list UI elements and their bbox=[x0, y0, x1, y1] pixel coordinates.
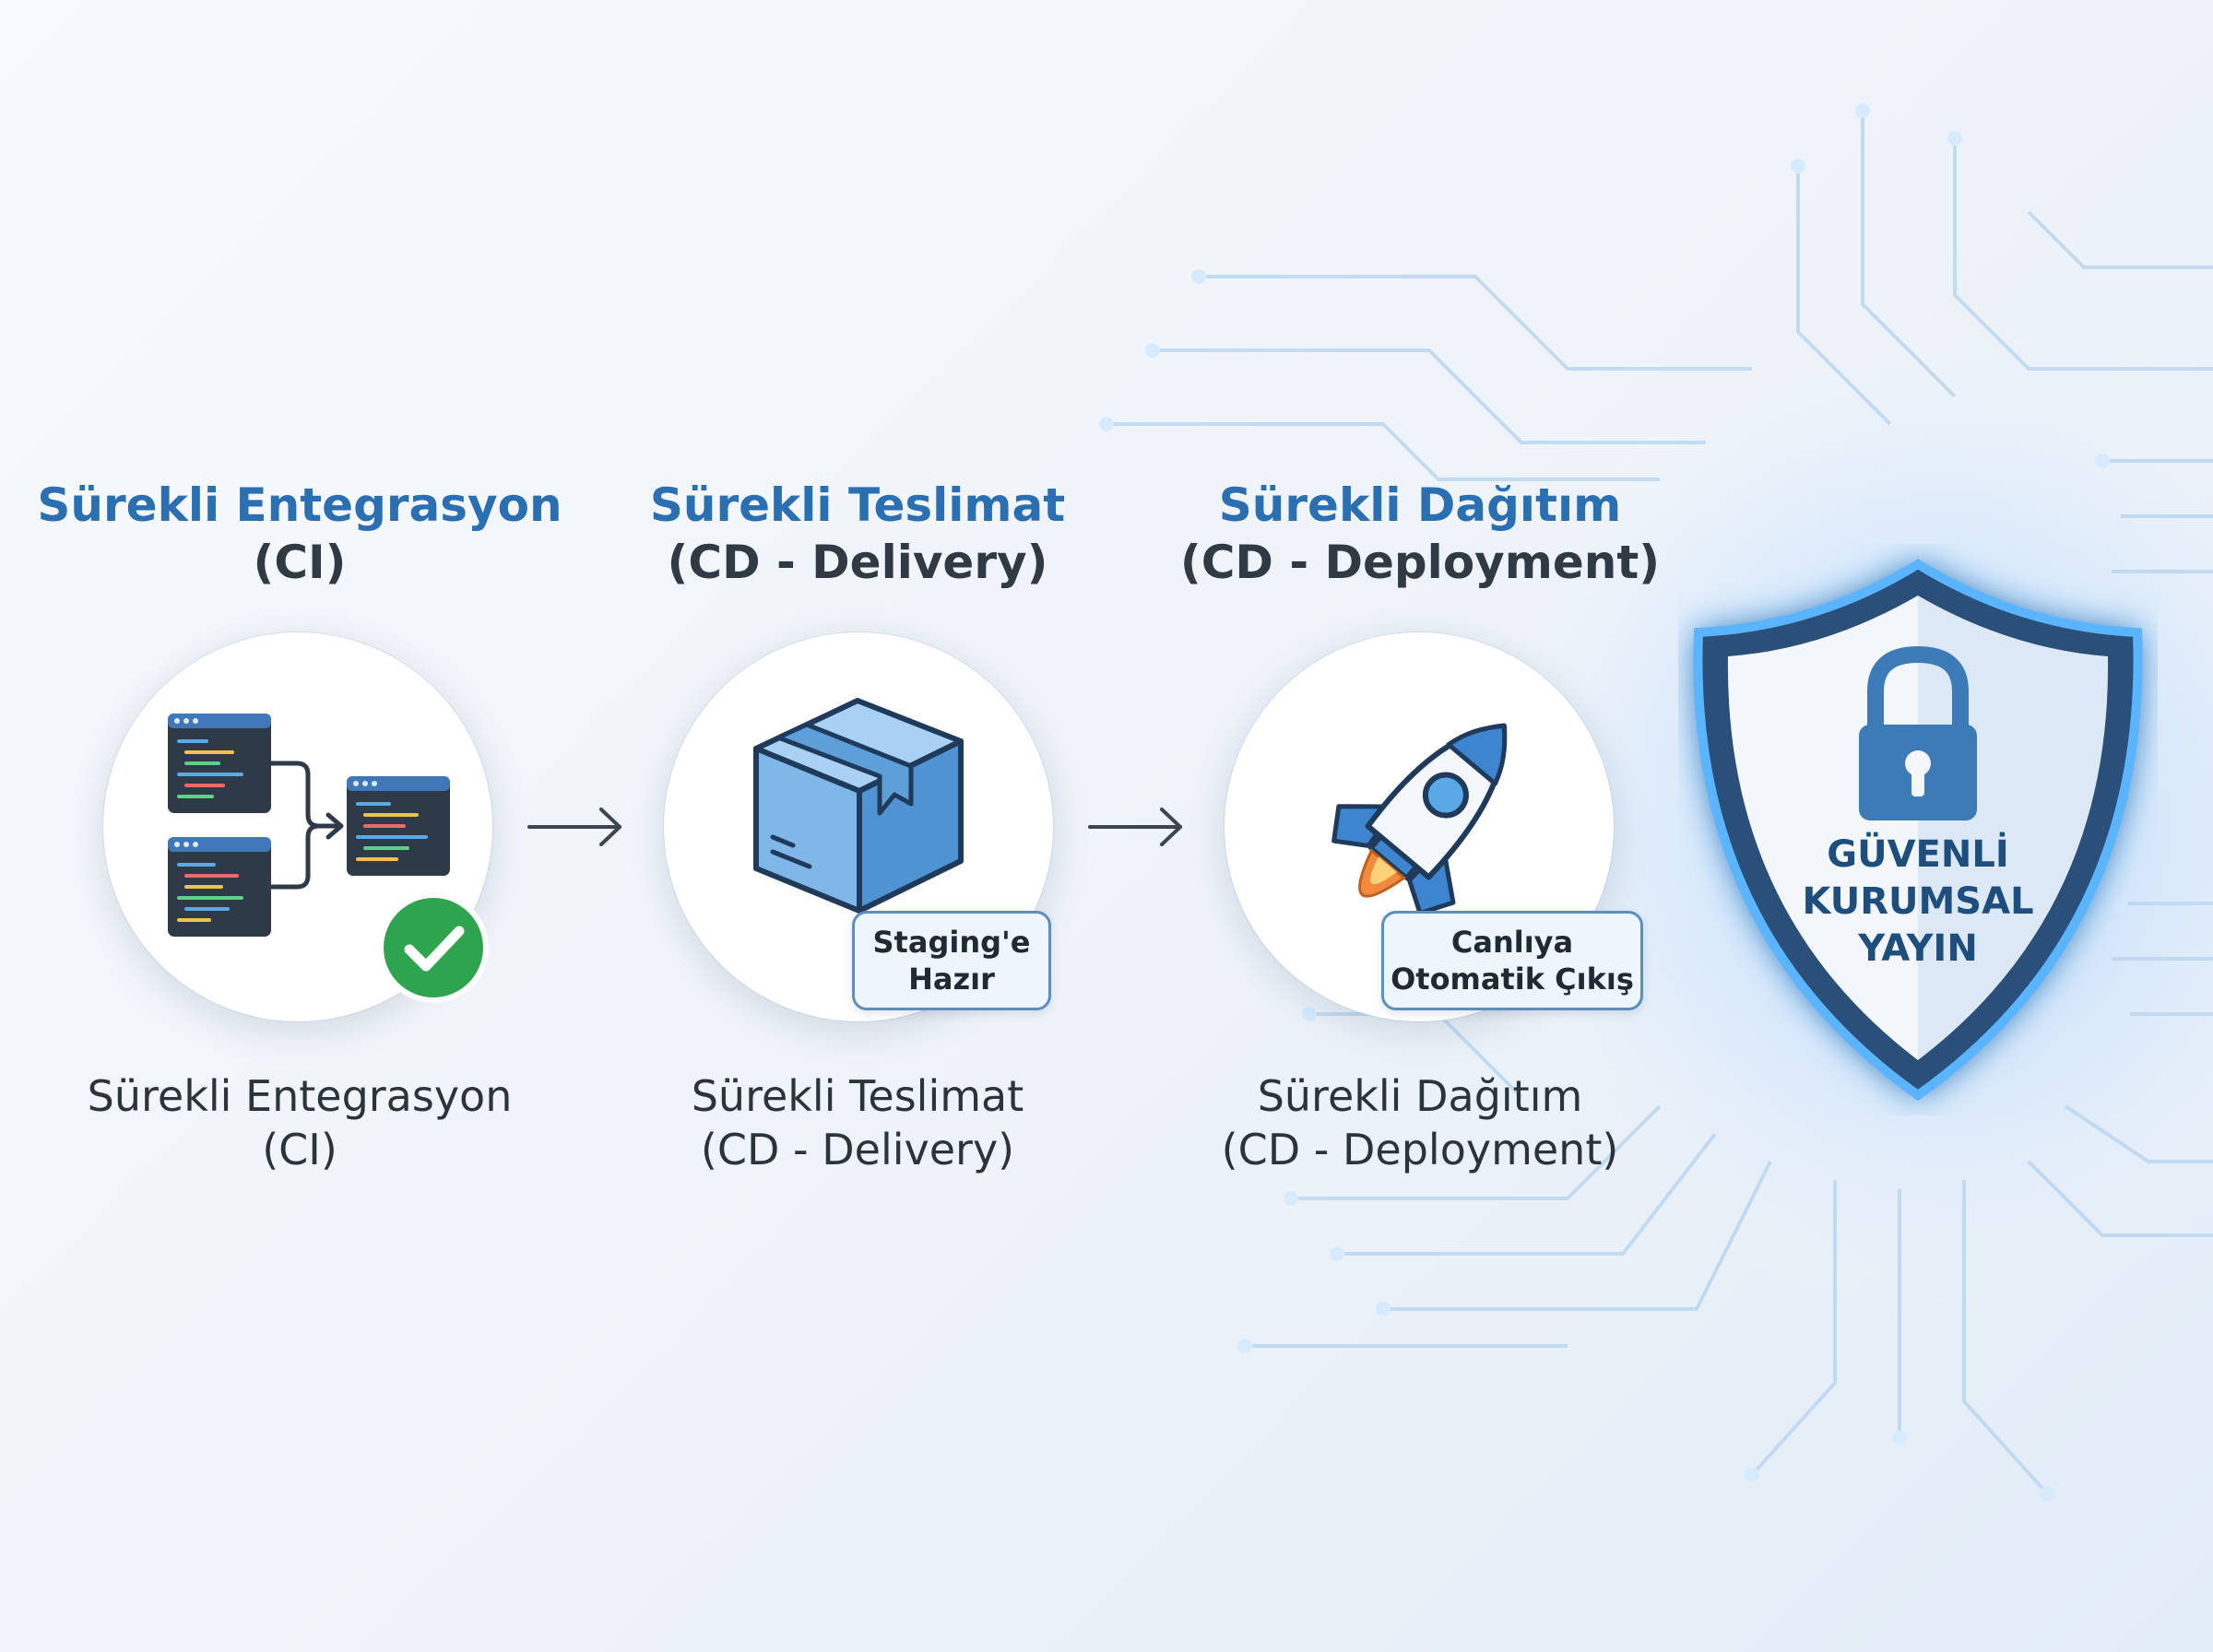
stage-delivery-caption-abbr: (CD - Delivery) bbox=[700, 1125, 1015, 1174]
code-merge-icon bbox=[168, 714, 450, 937]
stage-ci-title-abbr: (CI) bbox=[253, 536, 347, 589]
stage-ci-caption-name: Sürekli Entegrasyon bbox=[87, 1071, 513, 1121]
stage-delivery-caption: Sürekli Teslimat (CD - Delivery) bbox=[590, 1069, 1125, 1176]
staging-ready-badge: Staging'e Hazır bbox=[852, 911, 1051, 1010]
staging-ready-badge-line2: Hazır bbox=[908, 962, 995, 997]
stage-deployment-title: Sürekli Dağıtım (CD - Deployment) bbox=[1153, 477, 1687, 591]
stage-deployment-title-abbr: (CD - Deployment) bbox=[1179, 536, 1661, 589]
stage-delivery-title-abbr: (CD - Delivery) bbox=[667, 536, 1048, 589]
rocket-icon bbox=[1331, 723, 1508, 916]
stage-deployment-caption: Sürekli Dağıtım (CD - Deployment) bbox=[1153, 1069, 1687, 1176]
shield-label-line2: KURUMSAL bbox=[1802, 880, 2034, 923]
stage-ci-title-name: Sürekli Entegrasyon bbox=[37, 478, 562, 532]
shield-label-line3: YAYIN bbox=[1858, 927, 1978, 970]
stage-deployment-title-name: Sürekli Dağıtım bbox=[1218, 478, 1622, 532]
stage-ci-caption: Sürekli Entegrasyon (CI) bbox=[37, 1069, 562, 1176]
auto-release-badge-line2: Otomatik Çıkış bbox=[1391, 962, 1634, 997]
stage-deployment-caption-abbr: (CD - Deployment) bbox=[1221, 1125, 1619, 1174]
stage-delivery-caption-name: Sürekli Teslimat bbox=[691, 1071, 1024, 1121]
stage-delivery-title-name: Sürekli Teslimat bbox=[649, 478, 1066, 532]
padlock-icon bbox=[1859, 645, 1977, 820]
auto-release-badge-line1: Canlıya bbox=[1450, 925, 1574, 960]
shield-label-line1: GÜVENLİ bbox=[1827, 833, 2009, 876]
stage-ci-title: Sürekli Entegrasyon (CI) bbox=[37, 477, 562, 591]
shield-label: GÜVENLİ KURUMSAL YAYIN bbox=[1752, 832, 2084, 973]
shield-icon bbox=[1693, 559, 2143, 1102]
package-box-icon bbox=[753, 698, 964, 914]
stage-deployment-caption-name: Sürekli Dağıtım bbox=[1257, 1071, 1583, 1121]
auto-release-badge: Canlıya Otomatik Çıkış bbox=[1381, 911, 1643, 1010]
stage-ci-caption-abbr: (CI) bbox=[262, 1125, 337, 1174]
check-circle-icon bbox=[378, 892, 489, 1003]
arrow-right-icon bbox=[527, 808, 621, 846]
staging-ready-badge-line1: Staging'e bbox=[872, 925, 1031, 960]
stage-delivery-title: Sürekli Teslimat (CD - Delivery) bbox=[590, 477, 1125, 591]
arrow-right-icon bbox=[1088, 808, 1182, 846]
